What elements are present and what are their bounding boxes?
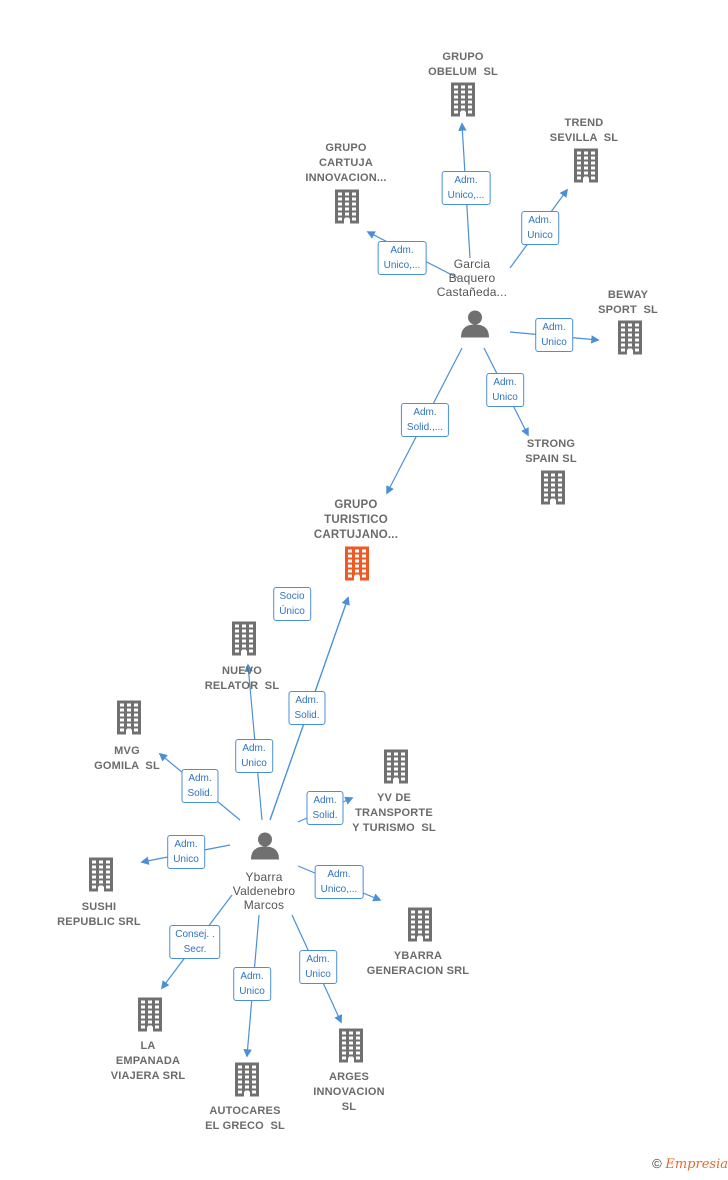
edge-label[interactable]: Adm. Unico: [486, 373, 524, 407]
node-label-grupo_obelum[interactable]: GRUPO OBELUM SL: [428, 51, 498, 78]
building-icon: [345, 546, 369, 581]
edge-label[interactable]: Adm. Unico: [521, 211, 559, 245]
node-label-la_empanada[interactable]: LA EMPANADA VIAJERA SRL: [110, 1040, 186, 1082]
node-garcia[interactable]: [460, 309, 490, 344]
building-icon: [541, 470, 565, 505]
node-label-autocares[interactable]: AUTOCARES EL GRECO SL: [205, 1105, 285, 1132]
edge-label[interactable]: Adm. Unico,...: [441, 171, 491, 205]
node-label-sushi_republic[interactable]: SUSHI REPUBLIC SRL: [57, 901, 141, 928]
edge-label[interactable]: Adm. Solid.: [306, 791, 344, 825]
node-label-arges[interactable]: ARGES INNOVACION SL: [313, 1071, 385, 1113]
node-label-strong_spain[interactable]: STRONG SPAIN SL: [525, 438, 577, 465]
node-ybarra[interactable]: [250, 831, 280, 866]
building-icon: [451, 82, 475, 117]
node-grupo_cartuja[interactable]: [332, 189, 362, 229]
node-ybarra_generacion[interactable]: [405, 907, 435, 947]
edge-label[interactable]: Adm. Solid.: [181, 769, 219, 803]
edge-label[interactable]: Adm. Solid.: [288, 691, 326, 725]
node-la_empanada[interactable]: [135, 997, 165, 1037]
edge-label[interactable]: Adm. Unico: [235, 739, 273, 773]
node-grupo_obelum[interactable]: [448, 82, 478, 122]
node-autocares[interactable]: [232, 1062, 262, 1102]
node-label-ybarra_generacion[interactable]: YBARRA GENERACION SRL: [366, 950, 470, 977]
node-nuevo_relator[interactable]: [229, 621, 259, 661]
node-label-trend_sevilla[interactable]: TREND SEVILLA SL: [549, 117, 619, 144]
edge-label[interactable]: Adm. Unico,...: [314, 865, 364, 899]
edge-label[interactable]: Adm. Unico: [299, 950, 337, 984]
node-sushi_republic[interactable]: [86, 857, 116, 897]
edge-label[interactable]: Adm. Solid.,...: [400, 403, 450, 437]
node-arges[interactable]: [336, 1028, 366, 1068]
edge-label[interactable]: Adm. Unico: [535, 318, 573, 352]
building-icon: [89, 857, 113, 892]
node-label-ybarra[interactable]: Ybarra Valdenebro Marcos: [232, 870, 296, 912]
edge-label[interactable]: Adm. Unico,...: [377, 241, 427, 275]
building-icon: [235, 1062, 259, 1097]
building-icon: [618, 320, 642, 355]
building-icon: [138, 997, 162, 1032]
building-icon: [384, 749, 408, 784]
person-icon: [251, 832, 279, 860]
person-icon: [461, 310, 489, 338]
node-beway[interactable]: [615, 320, 645, 360]
node-label-grupo_turistico[interactable]: GRUPO TURISTICO CARTUJANO...: [313, 499, 399, 541]
copyright-symbol: ©: [652, 1156, 662, 1171]
node-label-yv_transporte[interactable]: YV DE TRANSPORTE Y TURISMO SL: [352, 792, 436, 834]
node-label-nuevo_relator[interactable]: NUEVO RELATOR SL: [204, 665, 280, 692]
node-label-grupo_cartuja[interactable]: GRUPO CARTUJA INNOVACION...: [305, 142, 387, 184]
node-strong_spain[interactable]: [538, 470, 568, 510]
brand-logo[interactable]: Empresia: [665, 1157, 728, 1172]
building-icon: [335, 189, 359, 224]
footer-credit: © Empresia: [652, 1156, 728, 1172]
building-icon: [117, 700, 141, 735]
building-icon: [408, 907, 432, 942]
edge-label[interactable]: Adm. Unico: [233, 967, 271, 1001]
node-label-garcia[interactable]: Garcia Baquero Castañeda...: [436, 257, 508, 299]
node-mvg_gomila[interactable]: [114, 700, 144, 740]
node-label-mvg_gomila[interactable]: MVG GOMILA SL: [94, 745, 160, 772]
building-icon: [574, 148, 598, 183]
building-icon: [339, 1028, 363, 1063]
node-trend_sevilla[interactable]: [571, 148, 601, 188]
building-icon: [232, 621, 256, 656]
edge-label[interactable]: Adm. Unico: [167, 835, 205, 869]
node-label-beway[interactable]: BEWAY SPORT SL: [598, 289, 658, 316]
edge-label[interactable]: Consej. . Secr.: [169, 925, 221, 959]
node-yv_transporte[interactable]: [381, 749, 411, 789]
node-grupo_turistico[interactable]: [342, 546, 372, 586]
edge-label[interactable]: Socio Único: [273, 587, 311, 621]
